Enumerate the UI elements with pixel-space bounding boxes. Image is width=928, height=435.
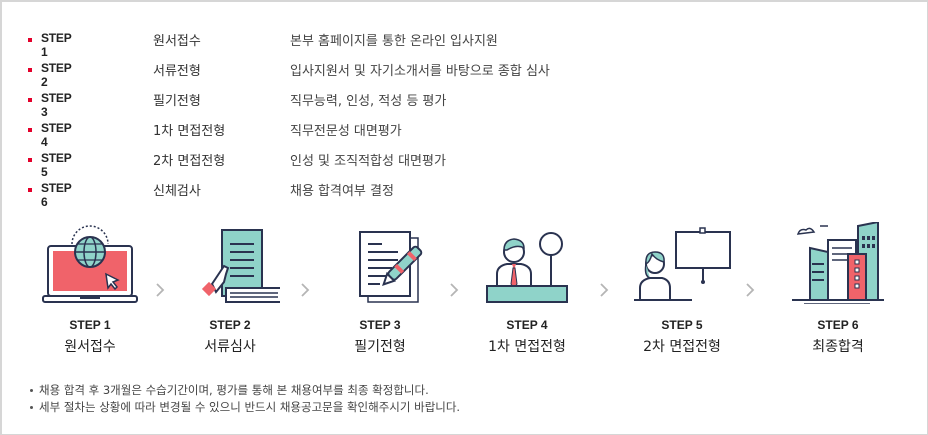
flow-step-5: STEP 5 2차 면접전형 — [612, 222, 752, 362]
step-name: 필기전형 — [153, 94, 201, 109]
step-description: 직무능력, 인성, 적성 등 평가 — [290, 94, 447, 109]
step-number: STEP 2 — [41, 61, 72, 89]
flow-step-4: STEP 4 1차 면접전형 — [457, 222, 597, 362]
flow-step-name: 2차 면접전형 — [643, 339, 721, 355]
laptop-globe-icon — [20, 222, 160, 304]
flow-step-label: STEP 5 — [661, 318, 703, 332]
bullet-icon — [28, 98, 32, 102]
chevron-right-icon — [154, 282, 166, 298]
chevron-right-icon — [744, 282, 756, 298]
step-number: STEP 5 — [41, 151, 72, 179]
step-description: 본부 홈페이지를 통한 온라인 입사지원 — [290, 34, 498, 49]
step-number: STEP 1 — [41, 31, 72, 59]
bullet-icon — [28, 128, 32, 132]
presenter-board-icon — [612, 222, 752, 304]
step-name: 서류전형 — [153, 64, 201, 79]
note-item: 채용 합격 후 3개월은 수습기간이며, 평가를 통해 본 채용여부를 최종 확… — [30, 382, 460, 399]
flow-step-name: 1차 면접전형 — [488, 339, 566, 355]
step-name: 1차 면접전형 — [153, 124, 226, 139]
notes: 채용 합격 후 3개월은 수습기간이며, 평가를 통해 본 채용여부를 최종 확… — [30, 382, 460, 416]
process-flow: STEP 1 원서접수 STEP 2 서류심사 — [20, 222, 910, 362]
step-name: 원서접수 — [153, 34, 201, 49]
chevron-right-icon — [299, 282, 311, 298]
flow-step-name: 최종합격 — [812, 339, 864, 355]
paper-pen-icon — [310, 222, 450, 304]
note-item: 세부 절차는 상황에 따라 변경될 수 있으니 반드시 채용공고문을 확인해주시… — [30, 399, 460, 416]
step-description: 입사지원서 및 자기소개서를 바탕으로 종합 심사 — [290, 64, 550, 79]
step-description: 인성 및 조직적합성 대면평가 — [290, 154, 446, 169]
bullet-icon — [28, 68, 32, 72]
step-description: 채용 합격여부 결정 — [290, 184, 394, 199]
flow-step-label: STEP 3 — [359, 318, 401, 332]
step-description: 직무전문성 대면평가 — [290, 124, 402, 139]
flow-step-name: 필기전형 — [354, 339, 406, 355]
step-name: 2차 면접전형 — [153, 154, 226, 169]
bullet-icon — [28, 38, 32, 42]
flow-step-label: STEP 2 — [209, 318, 251, 332]
flow-step-label: STEP 6 — [817, 318, 859, 332]
step-number: STEP 3 — [41, 91, 72, 119]
flow-step-label: STEP 4 — [506, 318, 548, 332]
flow-step-1: STEP 1 원서접수 — [20, 222, 160, 362]
flow-step-label: STEP 1 — [69, 318, 111, 332]
interviewer-desk-icon — [457, 222, 597, 304]
flow-step-2: STEP 2 서류심사 — [160, 222, 300, 362]
step-number: STEP 6 — [41, 181, 72, 209]
step-name: 신체검사 — [153, 184, 201, 199]
flow-step-6: STEP 6 최종합격 — [768, 222, 908, 362]
chevron-right-icon — [448, 282, 460, 298]
step-number: STEP 4 — [41, 121, 72, 149]
bullet-icon — [28, 188, 32, 192]
flow-step-name: 원서접수 — [64, 339, 116, 355]
city-buildings-icon — [768, 222, 908, 304]
chevron-right-icon — [598, 282, 610, 298]
flow-step-3: STEP 3 필기전형 — [310, 222, 450, 362]
flow-step-name: 서류심사 — [204, 339, 256, 355]
bullet-icon — [28, 158, 32, 162]
document-hand-icon — [160, 222, 300, 304]
